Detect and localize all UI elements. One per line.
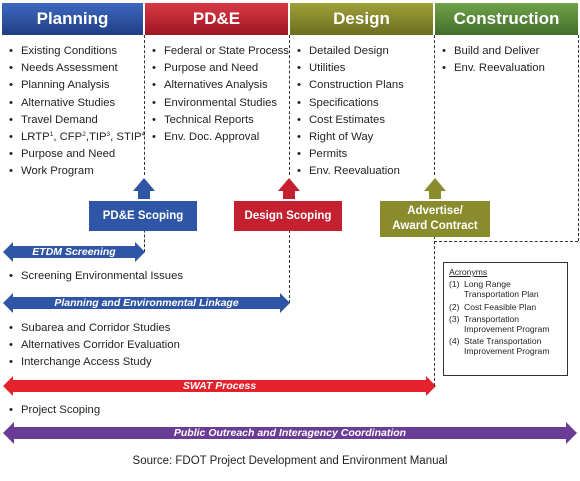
list-item: Env. Reevaluation [297,163,404,180]
list-item: Cost Estimates [297,112,404,129]
list-item: Purpose and Need [152,60,289,77]
construction-list: Build and Deliver Env. Reevaluation [442,43,545,77]
list-item: Travel Demand [9,112,145,129]
list-item: Screening Environmental Issues [9,268,183,285]
acronym-row: (2) Cost Feasible Plan [449,301,537,312]
list-item: Interchange Access Study [9,354,180,371]
pde-scoping-box: PD&E Scoping [89,201,197,231]
planning-header: Planning [36,9,109,28]
list-item: Technical Reports [152,112,289,129]
advertise-label: Advertise/ [407,205,463,217]
separator-right-edge [578,35,579,241]
planning-header-bar [2,3,143,35]
pel-arrow [3,293,290,313]
list-item: Permits [297,146,404,163]
award-contract-label: Award Contract [392,220,478,232]
list-item: Detailed Design [297,43,404,60]
list-item: Project Scoping [9,402,100,419]
etdm-screening-arrow [3,242,145,262]
separator-construction-bottom [434,241,578,242]
list-item: Env. Reevaluation [442,60,545,77]
list-item: Needs Assessment [9,60,145,77]
etdm-screening-label: ETDM Screening [32,246,116,258]
separator-etdm-end [144,220,145,252]
list-item: Specifications [297,95,404,112]
separator-pde-design [289,35,290,175]
etdm-items: Screening Environmental Issues [9,268,183,285]
design-scoping-arrow [278,178,300,199]
separator-swat-end [434,236,435,386]
acronyms-title: Acronyms [449,267,488,277]
planning-list: Existing Conditions Needs Assessment Pla… [9,43,145,181]
list-item: Utilities [297,60,404,77]
swat-items: Project Scoping [9,402,100,419]
list-item: Build and Deliver [442,43,545,60]
design-header: Design [333,9,390,28]
advertise-arrow [424,178,446,199]
list-item: Env. Doc. Approval [152,129,289,146]
source-caption: Source: FDOT Project Development and Env… [132,455,448,467]
pde-scoping-arrow [133,178,155,199]
list-item: Planning Analysis [9,77,145,94]
pde-list: Federal or State Process Purpose and Nee… [152,43,289,146]
list-item: Purpose and Need [9,146,145,163]
pde-header: PD&E [192,9,241,28]
pel-label: Planning and Environmental Linkage [54,297,239,309]
list-item: Alternatives Analysis [152,77,289,94]
design-list: Detailed Design Utilities Construction P… [297,43,404,181]
design-scoping-box: Design Scoping [234,201,342,231]
advertise-award-box: Advertise/ Award Contract [380,201,490,237]
construction-header-bar [435,3,578,35]
list-item: Construction Plans [297,77,404,94]
list-item: Alternative Studies [9,95,145,112]
list-item: Right of Way [297,129,404,146]
list-item: Existing Conditions [9,43,145,60]
construction-header: Construction [453,9,560,28]
list-item: Subarea and Corridor Studies [9,320,180,337]
list-item: Federal or State Process [152,43,289,60]
separator-design-construction [434,35,435,175]
design-header-bar [290,3,433,35]
pde-header-bar [145,3,288,35]
outreach-arrow [3,422,577,444]
list-item: Environmental Studies [152,95,289,112]
separator-pel-end [289,225,290,303]
list-item: Work Program [9,163,145,180]
list-item: Alternatives Corridor Evaluation [9,337,180,354]
swat-label: SWAT Process [182,380,257,392]
swat-arrow [3,376,436,396]
outreach-label: Public Outreach and Interagency Coordina… [173,427,407,439]
pel-items: Subarea and Corridor Studies Alternative… [9,320,180,372]
list-item-lrtp: LRTP1, CFP2,TIP3, STIP4 [9,129,145,146]
